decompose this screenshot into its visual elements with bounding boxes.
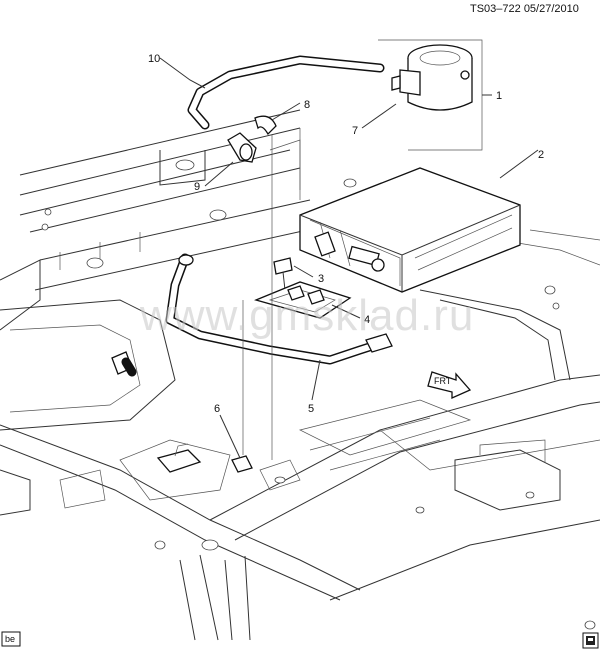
watermark: www.gmsklad.ru <box>139 291 474 340</box>
part-6-clip <box>231 455 253 473</box>
part-8-clip <box>254 115 277 136</box>
part-5-purge-pipe <box>165 253 393 365</box>
callout-5: 5 <box>308 403 314 415</box>
part-1-vent-solenoid <box>378 39 483 151</box>
front-direction-arrow: FRT <box>427 371 472 400</box>
callout-6: 6 <box>214 403 220 415</box>
corner-code: be <box>5 634 15 644</box>
callout-8: 8 <box>304 99 310 111</box>
frame-holes <box>41 159 596 630</box>
callout-10: 10 <box>148 53 160 65</box>
part-3-bolt <box>273 257 293 291</box>
floor-bracket <box>156 443 202 473</box>
callout-leaders <box>159 57 539 459</box>
guide-lines <box>242 128 301 460</box>
part-10-vent-hose <box>187 55 385 130</box>
part-2-evap-canister <box>299 167 521 293</box>
callout-4: 4 <box>364 314 370 326</box>
pipe-end-fitting <box>111 351 137 377</box>
callout-2: 2 <box>538 149 544 161</box>
callout-numbers: 10 1 2 3 4 5 6 7 8 9 <box>148 53 544 415</box>
callout-3: 3 <box>318 273 324 285</box>
corner-code-box: be <box>1 631 21 647</box>
gm-logo-icon <box>582 632 599 649</box>
part-9-fitting <box>227 132 257 163</box>
diagram-ref-code: TS03–722 05/27/2010 <box>470 3 579 15</box>
callout-7: 7 <box>352 125 358 137</box>
callout-9: 9 <box>194 181 200 193</box>
part-4-bracket <box>254 281 352 319</box>
callout-1: 1 <box>496 90 502 102</box>
frt-label: FRT <box>434 376 452 386</box>
frame-structure <box>0 109 600 641</box>
